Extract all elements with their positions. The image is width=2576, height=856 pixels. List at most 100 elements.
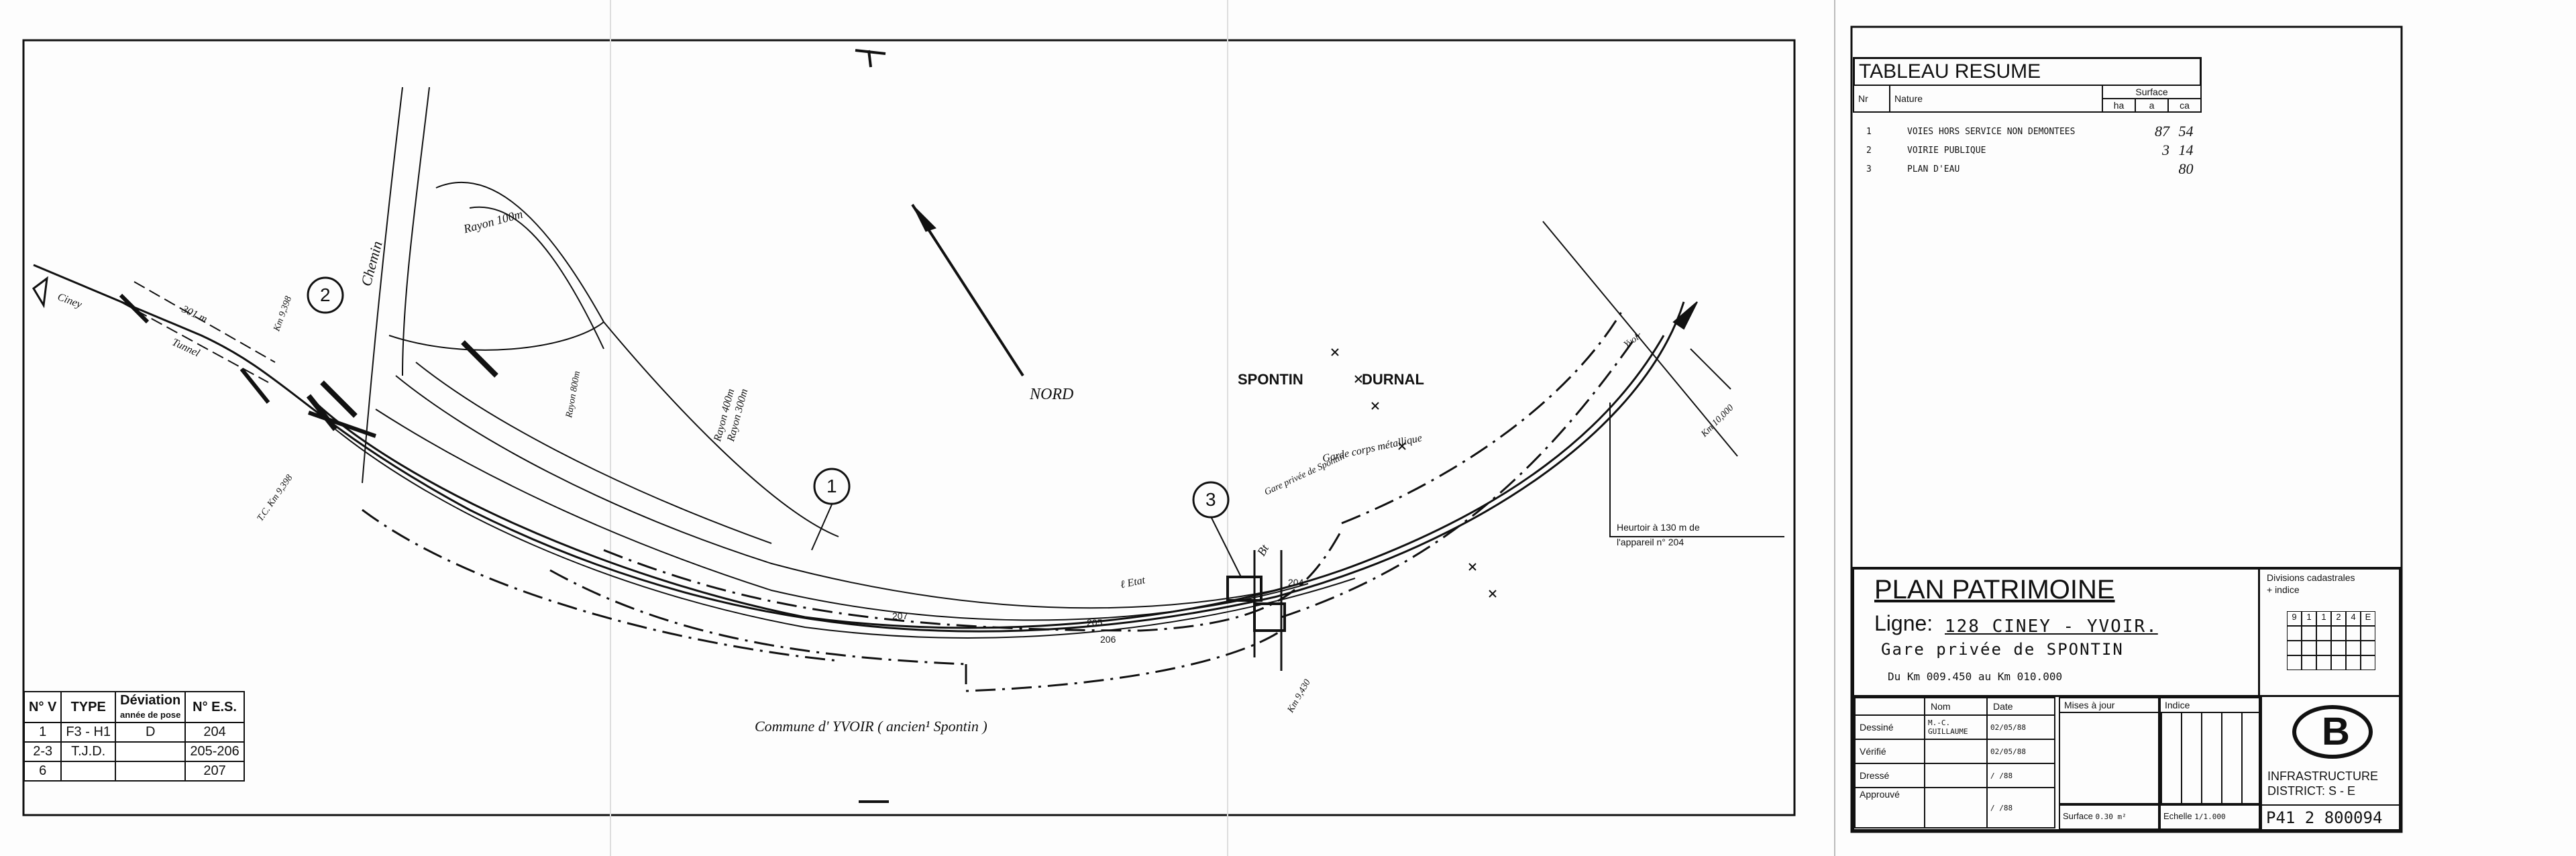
- legend-row: 1 F3 - H1 D 204: [23, 722, 245, 743]
- row-dresse-date: / /88: [1986, 763, 2055, 788]
- col-nom: Nom: [1924, 697, 1988, 716]
- mises-a-jour-box: Mises à jour: [2059, 697, 2159, 804]
- legend-row: 6 207: [23, 761, 245, 782]
- infra-line2: DISTRICT: S - E: [2267, 784, 2356, 798]
- division-cell: 1: [2316, 611, 2331, 626]
- summary-table: TABLEAU RESUME Nr Nature Surface ha a ca…: [1853, 57, 2202, 178]
- row-approuve-nom: [1924, 787, 1988, 828]
- summary-col-nature: Nature: [1889, 85, 2103, 113]
- logo-section: B INFRASTRUCTURE DISTRICT: S - E: [2260, 697, 2399, 804]
- surface-value: 0.30 m²: [2095, 812, 2127, 821]
- legend-header-type: TYPE: [60, 691, 117, 723]
- legend-cell: T.J.D.: [60, 741, 117, 762]
- division-cell: 9: [2287, 611, 2302, 626]
- legend-cell: 205-206: [184, 741, 245, 762]
- legend-cell: [115, 761, 186, 782]
- plan-number: P41 2 800094: [2266, 808, 2383, 827]
- legend-cell: 204: [184, 722, 245, 743]
- surface-label: Surface: [2063, 811, 2093, 821]
- row-verifie-date: 02/05/88: [1986, 739, 2055, 764]
- legend-header-deviation: Déviation année de pose: [115, 691, 186, 723]
- map-frame: [22, 39, 1796, 816]
- legend-row: 2-3 T.J.D. 205-206: [23, 741, 245, 762]
- summary-row-nature: VOIRIE PUBLIQUE: [1907, 145, 1986, 156]
- summary-col-ca: ca: [2167, 98, 2202, 113]
- commune-label: Commune d' YVOIR ( ancien¹ Spontin ): [755, 718, 987, 735]
- indice-box: Indice: [2159, 697, 2260, 804]
- row-verifie-nom: [1924, 739, 1988, 764]
- echelle-value: 1/1.000: [2194, 812, 2226, 821]
- division-cell: 2: [2331, 611, 2346, 626]
- legend-cell: 2-3: [23, 741, 62, 762]
- summary-col-nr: Nr: [1853, 85, 1890, 113]
- surface-box: Surface 0.30 m²: [2059, 804, 2159, 830]
- title-section: PLAN PATRIMOINE Ligne: 128 CINEY - YVOIR…: [1854, 570, 2260, 697]
- legend-cell: [115, 741, 186, 762]
- col-mises: Mises à jour: [2060, 698, 2158, 713]
- summary-row: 3 PLAN D'EAU 80: [1853, 160, 2202, 178]
- row-verifie-label: Vérifié: [1854, 739, 1925, 764]
- legend-cell: [60, 761, 117, 782]
- num-206: 206: [1100, 634, 1116, 645]
- summary-row-nr: 2: [1866, 145, 1872, 156]
- legend-header-row: N° V TYPE Déviation année de pose N° E.S…: [23, 691, 245, 723]
- echelle-box: Echelle 1/1.000: [2159, 804, 2260, 830]
- summary-col-ha: ha: [2102, 98, 2136, 113]
- tracks: [32, 49, 1784, 803]
- divisions-section: Divisions cadastrales + indice 9 1 1 2 4…: [2260, 570, 2399, 697]
- marker-1: 1: [826, 476, 837, 496]
- divisions-sub: + indice: [2267, 584, 2300, 595]
- division-cell: E: [2361, 611, 2375, 626]
- row-dessine-label: Dessiné: [1854, 714, 1925, 740]
- summary-row: 1 VOIES HORS SERVICE NON DEMONTEES 87 54: [1853, 122, 2202, 141]
- summary-grid: Nr Nature Surface ha a ca: [1853, 85, 2202, 113]
- summary-row: 2 VOIRIE PUBLIQUE 3 14: [1853, 141, 2202, 160]
- num-204: 204: [1288, 577, 1304, 588]
- place-spontin: SPONTIN: [1238, 371, 1303, 388]
- plan-subtitle: Gare privée de SPONTIN: [1881, 640, 2124, 659]
- num-207: 207: [892, 610, 908, 621]
- summary-row-a: [2139, 160, 2170, 178]
- row-approuve-label: Approuvé: [1854, 787, 1925, 828]
- summary-row-a: 3: [2162, 142, 2169, 158]
- num-205: 205: [1087, 617, 1103, 628]
- divisions-label: Divisions cadastrales: [2267, 572, 2355, 583]
- title-block: PLAN PATRIMOINE Ligne: 128 CINEY - YVOIR…: [1851, 567, 2402, 832]
- legend-header-nes: N° E.S.: [184, 691, 245, 723]
- row-dessine-date: 02/05/88: [1986, 714, 2055, 740]
- legend-cell: 6: [23, 761, 62, 782]
- row-approuve-date: / /88: [1986, 787, 2055, 828]
- summary-col-surface: Surface: [2102, 85, 2202, 99]
- marker-3: 3: [1205, 489, 1216, 510]
- switch-legend-table: N° V TYPE Déviation année de pose N° E.S…: [23, 691, 245, 782]
- ligne-label: Ligne:: [1874, 611, 1933, 635]
- place-durnal: DURNAL: [1362, 371, 1424, 388]
- legend-cell: 1: [23, 722, 62, 743]
- sncb-logo-icon: B: [2292, 705, 2373, 759]
- logo-letter: B: [2322, 710, 2350, 753]
- summary-row-ca: 80: [2178, 160, 2194, 177]
- division-cell: 1: [2302, 611, 2316, 626]
- summary-row-nature: PLAN D'EAU: [1907, 164, 1960, 174]
- summary-row-a: 87: [2155, 123, 2169, 140]
- col-indice: Indice: [2161, 698, 2259, 713]
- infra-line1: INFRASTRUCTURE: [2267, 769, 2378, 783]
- row-dessine-nom: M.-C. GUILLAUME: [1924, 714, 1988, 740]
- summary-row-ca: 54: [2178, 123, 2194, 140]
- summary-row-nature: VOIES HORS SERVICE NON DEMONTEES: [1907, 126, 2076, 137]
- legend-header-nv: N° V: [23, 691, 62, 723]
- echelle-label: Echelle: [2163, 811, 2192, 821]
- signatures-table: Nom Date Dessiné M.-C. GUILLAUME 02/05/8…: [1854, 697, 2055, 828]
- summary-row-ca: 14: [2178, 142, 2194, 158]
- legend-header-deviation-text: Déviation: [120, 693, 181, 708]
- north-label: NORD: [1030, 386, 1074, 403]
- col-date: Date: [1986, 697, 2055, 716]
- heurtoir-line1: Heurtoir à 130 m de: [1617, 522, 1700, 533]
- row-dresse-nom: [1924, 763, 1988, 788]
- legend-cell: D: [115, 722, 186, 743]
- heurtoir-line2: l'appareil n° 204: [1617, 537, 1684, 547]
- marker-2: 2: [320, 284, 331, 305]
- ligne-value: 128 CINEY - YVOIR.: [1945, 617, 2158, 637]
- plan-number-box: P41 2 800094: [2260, 804, 2399, 830]
